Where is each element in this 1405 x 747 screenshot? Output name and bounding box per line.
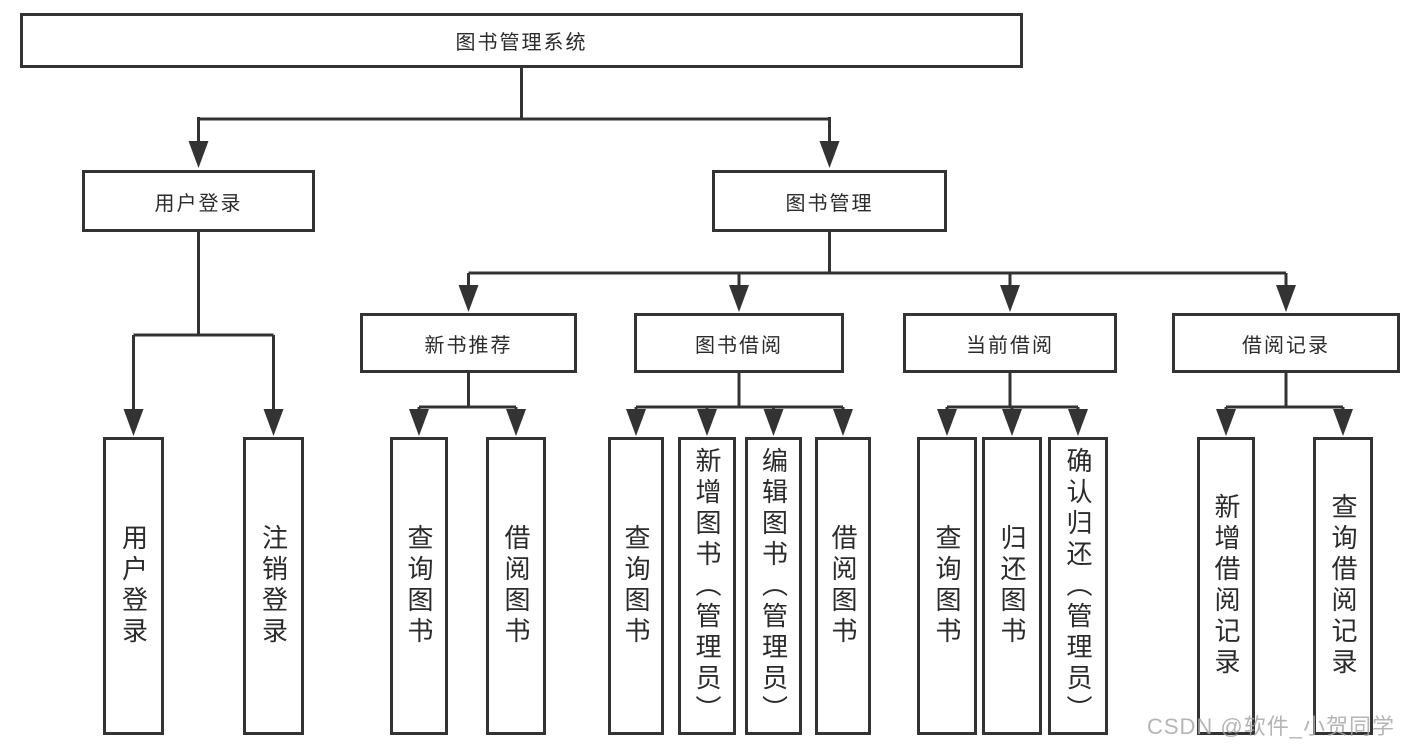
arrowhead-down-icon xyxy=(263,409,284,436)
connector-book-borrow-group xyxy=(626,373,853,436)
arrowhead-down-icon xyxy=(1002,409,1022,436)
node-label: 借阅记录 xyxy=(1242,334,1330,357)
arrowhead-down-icon xyxy=(1333,409,1353,436)
arrowhead-down-icon xyxy=(123,409,144,436)
leaf-query-borrow-record: 查询借阅记录 xyxy=(1313,437,1373,735)
connector-root-to-branches xyxy=(188,68,840,168)
node-label: 图书管理系统 xyxy=(455,32,588,54)
leaf-label: 注销登录 xyxy=(258,524,289,648)
leaf-user-login: 用户登录 xyxy=(103,437,164,735)
leaf-query-books: 查询图书 xyxy=(608,437,664,735)
connector-new-book-group xyxy=(409,373,526,436)
arrowhead-down-icon xyxy=(458,285,479,312)
leaf-label: 查询图书 xyxy=(932,524,962,648)
connector-book-management-to-modules xyxy=(458,232,1296,312)
node-user-login-branch: 用户登录 xyxy=(82,170,315,232)
leaf-label: 借阅图书 xyxy=(501,524,531,648)
leaf-label: 用户登录 xyxy=(118,524,149,648)
leaf-label: 确认归还（管理员） xyxy=(1063,446,1093,726)
node-label: 图书借阅 xyxy=(695,334,783,357)
arrowhead-down-icon xyxy=(819,141,840,168)
leaf-edit-books-admin: 编辑图书（管理员） xyxy=(745,437,802,735)
node-book-borrow: 图书借阅 xyxy=(634,313,844,373)
node-book-management-branch: 图书管理 xyxy=(712,170,947,232)
node-label: 新书推荐 xyxy=(424,334,513,357)
connector-user-login-group xyxy=(123,232,284,436)
leaf-label: 编辑图书（管理员） xyxy=(758,446,789,726)
leaf-label: 借阅图书 xyxy=(828,524,858,648)
leaf-query-books: 查询图书 xyxy=(390,437,448,735)
node-label: 图书管理 xyxy=(785,192,874,215)
arrowhead-down-icon xyxy=(763,409,784,436)
arrowhead-down-icon xyxy=(937,409,957,436)
arrowhead-down-icon xyxy=(188,141,209,168)
leaf-label: 查询借阅记录 xyxy=(1328,493,1358,679)
leaf-add-borrow-record: 新增借阅记录 xyxy=(1197,437,1255,735)
node-label: 用户登录 xyxy=(154,192,243,215)
node-root-system: 图书管理系统 xyxy=(20,13,1023,68)
leaf-confirm-return-admin: 确认归还（管理员） xyxy=(1048,437,1108,735)
node-current-borrow: 当前借阅 xyxy=(903,313,1117,373)
arrowhead-down-icon xyxy=(506,409,526,436)
leaf-label: 查询图书 xyxy=(404,524,434,648)
arrowhead-down-icon xyxy=(729,285,749,312)
leaf-query-books: 查询图书 xyxy=(917,437,977,735)
node-label: 当前借阅 xyxy=(966,334,1054,357)
arrowhead-down-icon xyxy=(833,409,853,436)
arrowhead-down-icon xyxy=(697,409,717,436)
leaf-borrow-books: 借阅图书 xyxy=(815,437,871,735)
connector-borrow-record-group xyxy=(1216,373,1353,436)
arrowhead-down-icon xyxy=(1216,409,1236,436)
arrowhead-down-icon xyxy=(626,409,646,436)
leaf-add-books-admin: 新增图书（管理员） xyxy=(678,437,736,735)
leaf-borrow-books: 借阅图书 xyxy=(486,437,546,735)
arrowhead-down-icon xyxy=(1068,409,1088,436)
leaf-logout: 注销登录 xyxy=(243,437,304,735)
node-borrow-record: 借阅记录 xyxy=(1172,313,1400,373)
leaf-label: 新增图书（管理员） xyxy=(692,446,722,726)
leaf-label: 查询图书 xyxy=(621,524,651,648)
node-new-book-recommend: 新书推荐 xyxy=(360,313,577,373)
leaf-label: 新增借阅记录 xyxy=(1211,493,1241,679)
connector-current-borrow-group xyxy=(937,373,1088,436)
arrowhead-down-icon xyxy=(1000,285,1020,312)
leaf-label: 归还图书 xyxy=(997,524,1027,648)
arrowhead-down-icon xyxy=(409,409,429,436)
leaf-return-books: 归还图书 xyxy=(982,437,1042,735)
arrowhead-down-icon xyxy=(1276,285,1296,312)
